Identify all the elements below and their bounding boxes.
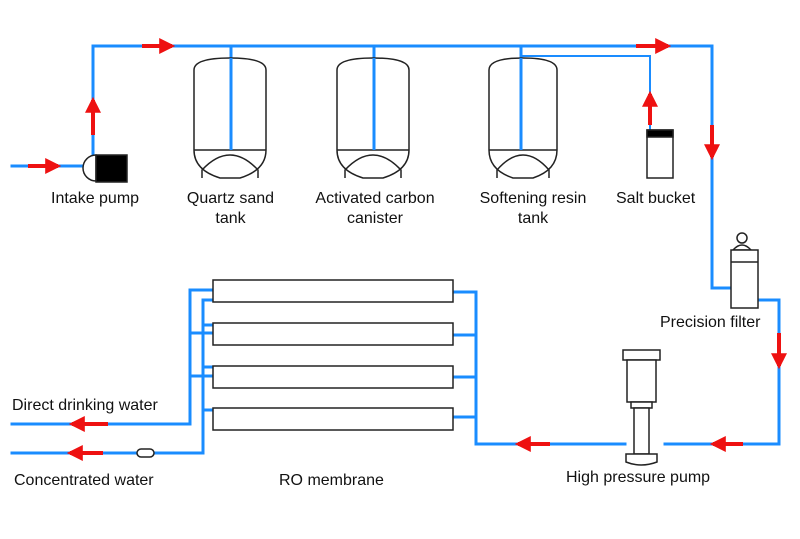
label-direct-drinking-water: Direct drinking water bbox=[12, 397, 158, 414]
label-quartz-line1: Quartz sand bbox=[186, 190, 275, 207]
label-carbon-line1: Activated carbon bbox=[315, 190, 435, 207]
pipe-network bbox=[10, 44, 781, 455]
pipe-ro-inlet-manifold bbox=[451, 333, 478, 419]
ro-tube-4 bbox=[212, 407, 454, 431]
label-quartz-sand-tank: Quartz sand tank bbox=[168, 189, 293, 229]
label-ro-membrane: RO membrane bbox=[279, 472, 384, 489]
activated-carbon-canister bbox=[336, 57, 410, 179]
pipe-top-header bbox=[91, 44, 733, 290]
ro-tube-2 bbox=[212, 322, 454, 346]
pipe-pump-to-ro bbox=[451, 290, 627, 446]
pipe-ro-conc-branches bbox=[201, 323, 215, 412]
label-resin-line1: Softening resin bbox=[479, 190, 587, 207]
quartz-sand-tank bbox=[193, 57, 267, 179]
flow-arrows bbox=[28, 38, 787, 461]
precision-filter bbox=[730, 232, 759, 309]
label-intake-pump: Intake pump bbox=[51, 190, 140, 207]
high-pressure-pump bbox=[622, 349, 661, 466]
label-carbon-line2: canister bbox=[346, 210, 404, 227]
intake-pump bbox=[82, 154, 128, 183]
label-concentrated-water: Concentrated water bbox=[14, 472, 154, 489]
label-precision-filter: Precision filter bbox=[660, 314, 761, 331]
ro-tube-3 bbox=[212, 365, 454, 389]
label-activated-carbon-canister: Activated carbon canister bbox=[300, 189, 450, 229]
ro-tube-1 bbox=[212, 279, 454, 303]
pipe-ro-conc-manifold bbox=[10, 298, 215, 455]
label-high-pressure-pump: High pressure pump bbox=[566, 469, 711, 486]
ro-membranes bbox=[212, 279, 454, 431]
label-resin-line2: tank bbox=[517, 210, 549, 227]
label-softening-resin-tank: Softening resin tank bbox=[463, 189, 603, 229]
label-salt-bucket: Salt bucket bbox=[616, 190, 696, 207]
softening-resin-tank bbox=[488, 57, 558, 179]
salt-bucket bbox=[646, 129, 674, 179]
concentrate-valve bbox=[136, 448, 155, 458]
label-quartz-line2: tank bbox=[215, 210, 246, 227]
